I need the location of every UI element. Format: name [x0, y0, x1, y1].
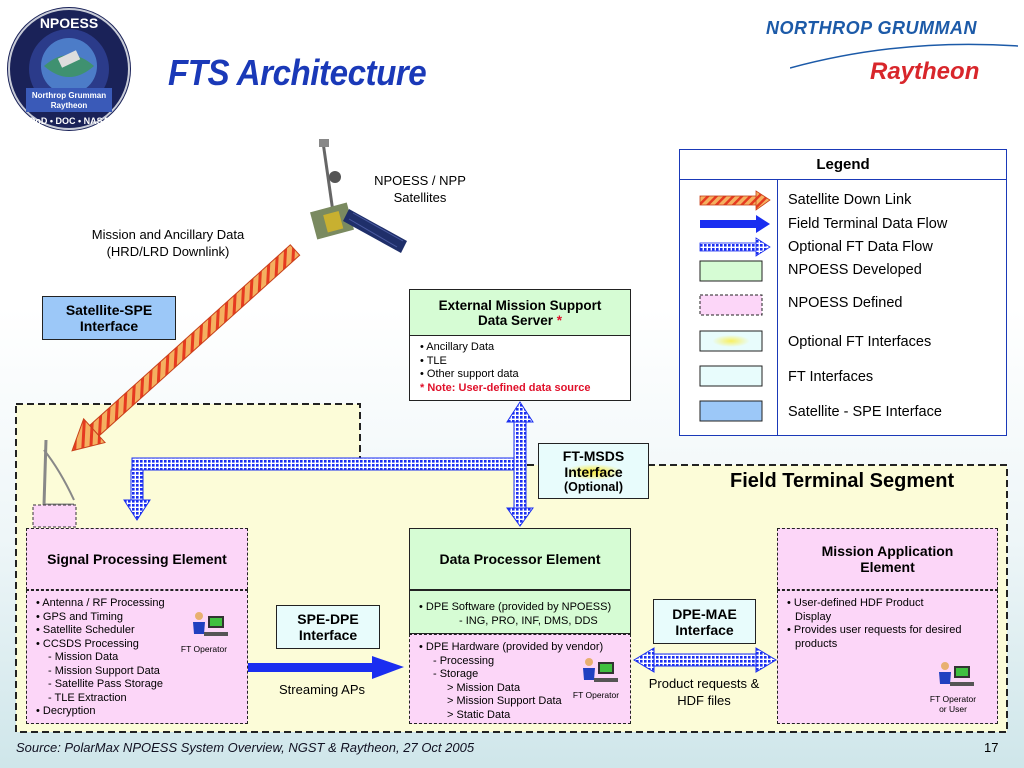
- dpe-software: • DPE Software (provided by NPOESS) - IN…: [409, 590, 631, 634]
- legend-row-ft-flow: Field Terminal Data Flow: [788, 216, 948, 232]
- seal-raytheon-text: Raytheon: [51, 101, 88, 110]
- northrop-grumman-logo: NORTHROP GRUMMAN: [766, 18, 977, 38]
- legend-sat-spe-swatch: [699, 400, 763, 422]
- satellite-icon: [310, 139, 407, 253]
- legend-optional-flow-swatch: [699, 237, 771, 257]
- dpe-header: Data Processor Element: [409, 528, 631, 590]
- source-footnote: Source: PolarMax NPOESS System Overview,…: [16, 740, 475, 755]
- ft-msds-interface: FT-MSDS Interface (Optional): [538, 443, 649, 499]
- field-terminal-segment-label: Field Terminal Segment: [730, 470, 955, 492]
- external-server-header: External Mission Support Data Server *: [409, 289, 631, 336]
- legend-row-optional-ft: Optional FT Interfaces: [788, 334, 932, 350]
- seal-ng-text: Northrop Grumman: [32, 91, 106, 100]
- satellite-spe-interface: Satellite-SPE Interface: [42, 296, 176, 340]
- mission-data-label: Mission and Ancillary Data (HRD/LRD Down…: [91, 227, 245, 259]
- product-requests-label: Product requests & HDF files: [648, 676, 760, 708]
- legend-row-optional-flow: Optional FT Data Flow: [788, 239, 933, 255]
- dpe-operator-label: FT Operator: [572, 690, 620, 700]
- mae-operator-label: FT Operator or User: [929, 694, 977, 714]
- legend-ft-flow-swatch: [700, 215, 770, 233]
- legend-row-defined: NPOESS Defined: [788, 295, 903, 311]
- legend-row-developed: NPOESS Developed: [788, 262, 922, 278]
- spe-header: Signal Processing Element: [26, 528, 248, 590]
- legend-npoess-defined-swatch: [699, 294, 763, 316]
- legend-row-sat-spe: Satellite - SPE Interface: [788, 404, 942, 420]
- legend-swatches: [699, 190, 771, 422]
- seal-bottom-text: DoD • DOC • NASA: [29, 116, 110, 126]
- streaming-aps-label: Streaming APs: [279, 682, 365, 697]
- dpe-hardware: • DPE Hardware (provided by vendor) - Pr…: [409, 634, 631, 724]
- dpe-operator-icon: [583, 658, 618, 682]
- mae-body: • User-defined HDF Product Display • Pro…: [777, 590, 998, 724]
- legend-optional-ft-swatch: [699, 330, 763, 352]
- mae-operator-icon: [939, 662, 974, 686]
- satellites-label: NPOESS / NPP Satellites: [374, 173, 466, 205]
- legend-ft-interfaces-swatch: [699, 365, 763, 387]
- spe-body: • Antenna / RF Processing • GPS and Timi…: [26, 590, 248, 724]
- satellite-image: [305, 137, 410, 259]
- page-title: FTS Architecture: [168, 52, 427, 93]
- legend-downlink-swatch: [699, 190, 771, 211]
- legend-title: Legend: [680, 150, 1006, 180]
- page-number: 17: [984, 740, 999, 755]
- mae-header: Mission Application Element: [777, 528, 998, 590]
- dpe-mae-interface: DPE-MAE Interface: [653, 599, 756, 644]
- legend-row-downlink: Satellite Down Link: [788, 192, 912, 208]
- spe-operator-label: FT Operator: [180, 644, 228, 654]
- legend-divider: [777, 180, 778, 436]
- legend-npoess-developed-swatch: [699, 260, 763, 282]
- raytheon-logo: Raytheon: [870, 58, 980, 85]
- northrop-swoosh-icon: [790, 43, 1019, 69]
- npoess-seal-logo: NPOESS Northrop Grumman Raytheon DoD • D…: [7, 7, 131, 131]
- seal-top-text: NPOESS: [40, 15, 98, 31]
- spe-operator-icon: [193, 612, 228, 636]
- external-server-body: • Ancillary Data • TLE • Other support d…: [409, 335, 631, 401]
- spe-dpe-interface: SPE-DPE Interface: [276, 605, 380, 649]
- legend-row-ft-interfaces: FT Interfaces: [788, 369, 874, 385]
- legend: Legend: [679, 149, 1007, 436]
